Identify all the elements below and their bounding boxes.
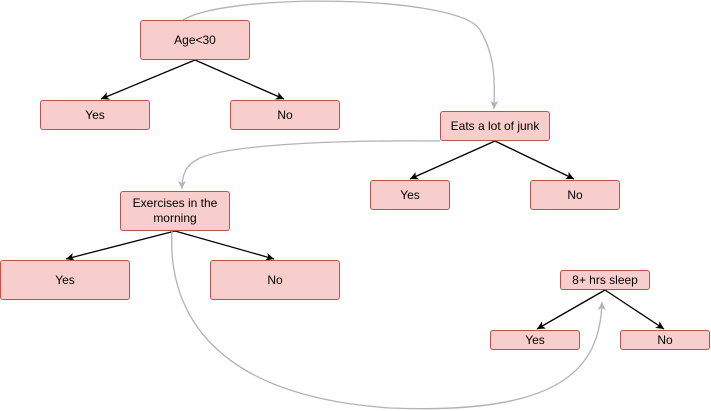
node-sleep-yes[interactable]: Yes	[490, 330, 580, 350]
connector-junk-to-exercise	[178, 140, 441, 190]
edge-exercise-to-yes	[65, 230, 176, 261]
node-age-under-30[interactable]: Age<30	[140, 20, 250, 60]
edge-age-to-yes	[100, 59, 196, 100]
node-exercises-morning[interactable]: Exercises in the morning	[120, 191, 230, 231]
node-exercise-no[interactable]: No	[210, 260, 340, 300]
node-age-no[interactable]: No	[230, 100, 340, 130]
node-eats-junk[interactable]: Eats a lot of junk	[440, 111, 550, 141]
edge-age-to-no	[194, 59, 285, 100]
node-exercise-yes[interactable]: Yes	[0, 260, 130, 300]
edge-exercise-to-no	[174, 230, 275, 261]
edge-sleep-to-no	[604, 289, 665, 330]
connector-age-to-junk	[182, 0, 499, 110]
node-age-yes[interactable]: Yes	[40, 100, 150, 130]
node-junk-no[interactable]: No	[530, 180, 620, 210]
connector-exercise-to-sleep	[171, 230, 606, 410]
edge-junk-to-yes	[409, 140, 496, 180]
node-junk-yes[interactable]: Yes	[370, 180, 450, 210]
edge-sleep-to-yes	[536, 289, 606, 330]
node-sleep-8-hours[interactable]: 8+ hrs sleep	[560, 270, 650, 290]
node-sleep-no[interactable]: No	[620, 330, 710, 350]
edge-junk-to-no	[494, 140, 575, 180]
